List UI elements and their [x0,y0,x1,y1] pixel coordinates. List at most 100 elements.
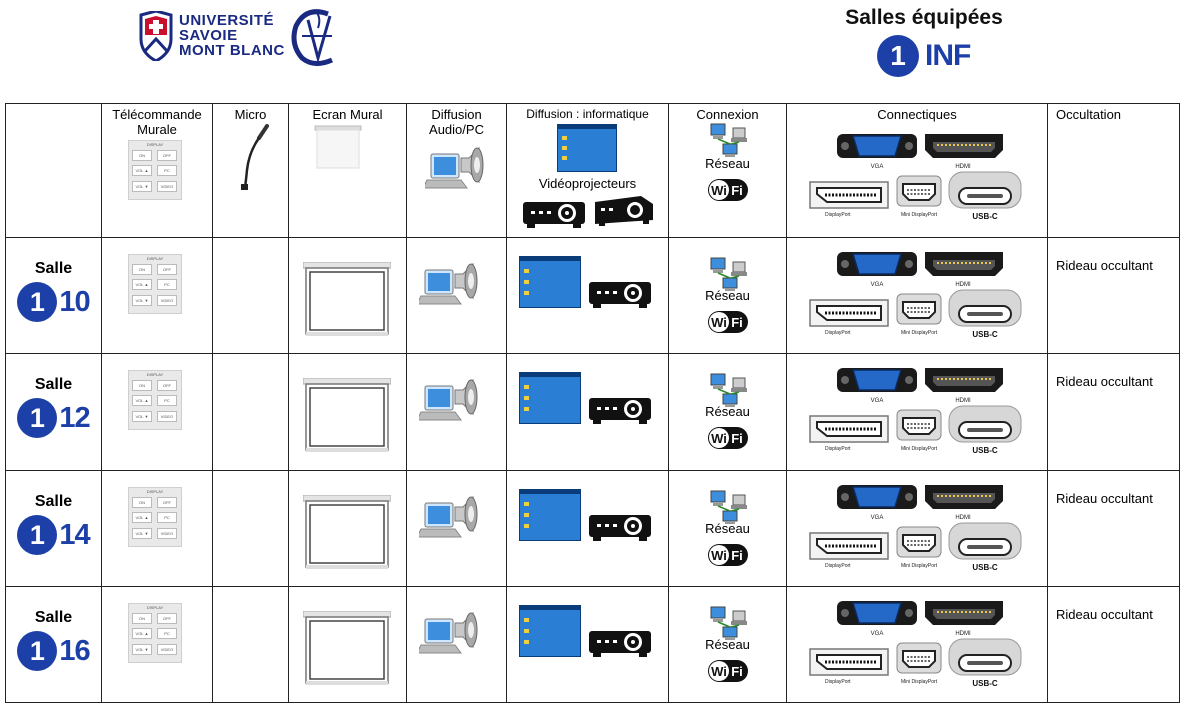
projector-icon [589,631,651,657]
remote-button: VOL ▼ [132,411,152,422]
room-number: 14 [59,518,90,551]
column-telecommande-label: Télécommande Murale [112,107,202,137]
laptop-speaker-icon [419,262,478,305]
usbc-port-icon: USB-C [948,171,1022,221]
room-badge: 1 14 [17,515,91,555]
room-digit: 1 [17,631,58,671]
corner-cell [5,103,102,238]
remote-button: PC [157,395,177,406]
network-label: Réseau [705,288,750,303]
vga-port-icon: VGA [837,485,917,521]
remote-button: VOL ▲ [132,512,152,523]
diffusion-audio-cell [406,237,507,354]
remote-button: PC [157,165,177,176]
laptop-speaker-icon [419,611,478,654]
occultation-cell: Rideau occultant [1047,237,1180,354]
remote-button: ON [132,150,152,161]
micro-cell [212,470,289,587]
remote-title: DISPLAY [146,142,164,147]
hdmi-label: HDMI [955,398,971,404]
displayport-label: DisplayPort [825,446,851,452]
remote-title: DISPLAY [146,372,164,377]
hdmi-label: HDMI [955,515,971,521]
diffusion-info-cell [506,237,669,354]
svg-text:Wi: Wi [711,183,727,198]
mini-displayport-icon: Mini DisplayPort [896,175,942,218]
ecran-cell [288,237,407,354]
wall-screen-icon [303,262,391,336]
displayport-icon: DisplayPort [809,181,889,218]
diffusion-audio-cell [406,470,507,587]
svg-text:Fi: Fi [731,315,743,330]
vga-label: VGA [871,282,884,288]
svg-text:Fi: Fi [731,548,743,563]
remote-button: OFF [157,380,177,391]
occultation-cell: Rideau occultant [1047,470,1180,587]
vga-label: VGA [871,398,884,404]
page-title: Salles équipées [845,6,1003,29]
network-label: Réseau [705,637,750,652]
micro-cell [212,353,289,471]
computer-window-icon [519,372,581,424]
remote-button: PC [157,279,177,290]
remote-button: ON [132,380,152,391]
vga-port-icon: VGA [837,252,917,288]
remote-button: VOL ▼ [132,181,152,192]
room-badge: 1 12 [17,398,91,438]
wall-screen-icon [303,378,391,452]
remote-button: OFF [157,497,177,508]
room-number: 12 [59,401,90,434]
building-number: 1 [877,35,919,77]
remote-button: VOL ▲ [132,395,152,406]
vga-port-icon: VGA [837,368,917,404]
usbc-port-icon: USB-C [948,522,1022,572]
diffusion-info-cell [506,586,669,703]
displayport-icon: DisplayPort [809,532,889,569]
svg-text:Wi: Wi [711,548,727,563]
remote-button: VOL ▲ [132,279,152,290]
usbc-label: USB-C [972,563,998,572]
hdmi-port-icon: HDMI [925,368,1003,404]
computer-window-icon [519,256,581,308]
column-diffusion-audio-label: Diffusion Audio/PC [429,107,484,137]
vga-label: VGA [871,164,884,170]
wall-screen-icon [303,611,391,685]
column-diffusion-info: Diffusion : informatique Vidéoprojecteur… [506,103,669,238]
svg-text:Fi: Fi [731,183,743,198]
hdmi-label: HDMI [955,282,971,288]
hdmi-label: HDMI [955,164,971,170]
diffusion-info-cell [506,353,669,471]
remote-button: VOL ▼ [132,528,152,539]
computer-window-icon [519,489,581,541]
mini-displayport-label: Mini DisplayPort [901,563,938,569]
remote-title: DISPLAY [146,605,164,610]
wall-screen-icon [303,495,391,569]
svg-text:Wi: Wi [711,664,727,679]
usbc-label: USB-C [972,679,998,688]
column-ecran: Ecran Mural [288,103,407,238]
room-cell: Salle 1 16 [5,586,102,703]
remote-button: VOL ▲ [132,165,152,176]
microphone-icon [241,124,269,190]
ecran-cell [288,470,407,587]
displayport-label: DisplayPort [825,679,851,685]
usbc-label: USB-C [972,212,998,221]
diffusion-info-cell [506,470,669,587]
diffusion-audio-cell [406,353,507,471]
wifi-icon: Wi Fi [708,544,748,566]
mini-displayport-icon: Mini DisplayPort [896,293,942,336]
